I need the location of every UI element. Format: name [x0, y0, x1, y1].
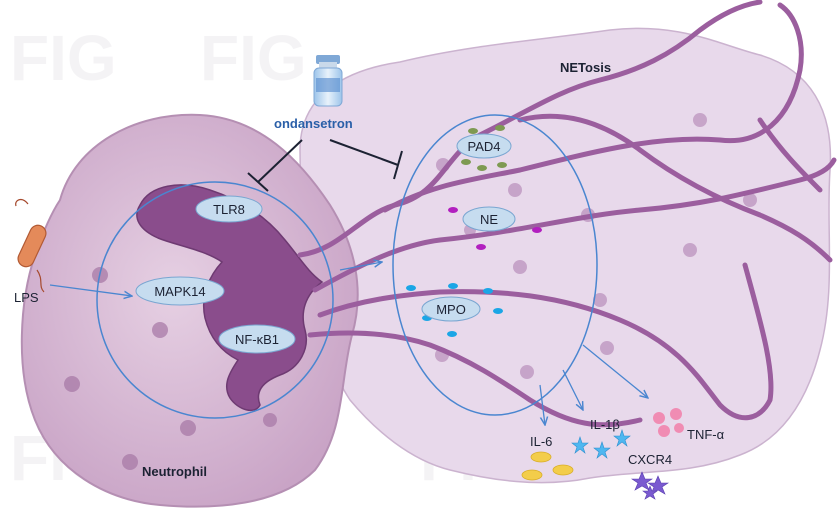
bacterium-icon [15, 198, 47, 293]
pill-pad4: PAD4 [456, 133, 512, 159]
il1b-label: IL-1β [590, 417, 620, 432]
vial-icon [313, 55, 343, 107]
tlr8-label: TLR8 [213, 202, 245, 217]
neutrophil-label: Neutrophil [142, 464, 207, 479]
arrows [49, 262, 648, 425]
net-fibers [297, 0, 837, 428]
pad4-dots [461, 125, 507, 171]
pill-mapk14: MAPK14 [135, 276, 225, 306]
net-region [299, 27, 832, 484]
il1b-icon [571, 429, 631, 459]
nfkb1-label: NF-κB1 [235, 332, 279, 347]
pill-ne: NE [462, 206, 516, 232]
netosis-title: NETosis [560, 60, 611, 75]
lps-label: LPS [14, 290, 39, 305]
ne-label: NE [480, 212, 498, 227]
mpo-label: MPO [436, 302, 466, 317]
svg-text:FIG: FIG [10, 22, 117, 94]
cell-to-net-arrow [339, 262, 382, 271]
tnfa-icon [653, 408, 684, 437]
mapk14-label: MAPK14 [154, 284, 205, 299]
il6-icon [521, 451, 574, 481]
net-components-ellipse [392, 114, 598, 416]
cell-granules [64, 267, 277, 470]
pill-tlr8: TLR8 [195, 195, 263, 223]
cxcr4-label: CXCR4 [628, 452, 672, 467]
cxcr4-icon [631, 471, 669, 500]
pill-nfkb1: NF-κB1 [218, 324, 296, 354]
il6-label: IL-6 [530, 434, 552, 449]
lps-arrow [49, 284, 132, 296]
drug-label: ondansetron [274, 116, 353, 131]
svg-text:FIG: FIG [200, 22, 307, 94]
tnfa-arrow [582, 344, 648, 398]
tnfa-label: TNF-α [687, 427, 725, 442]
nucleus [136, 184, 324, 412]
inhibition-lines [247, 139, 403, 192]
pill-mpo: MPO [421, 296, 481, 322]
pad4-label: PAD4 [468, 139, 501, 154]
ne-dots [448, 207, 542, 250]
cell-pathway-circle [96, 181, 334, 419]
il1b-arrow [562, 369, 583, 410]
il6-arrow [539, 384, 545, 425]
neutrophil-cell [20, 113, 359, 508]
